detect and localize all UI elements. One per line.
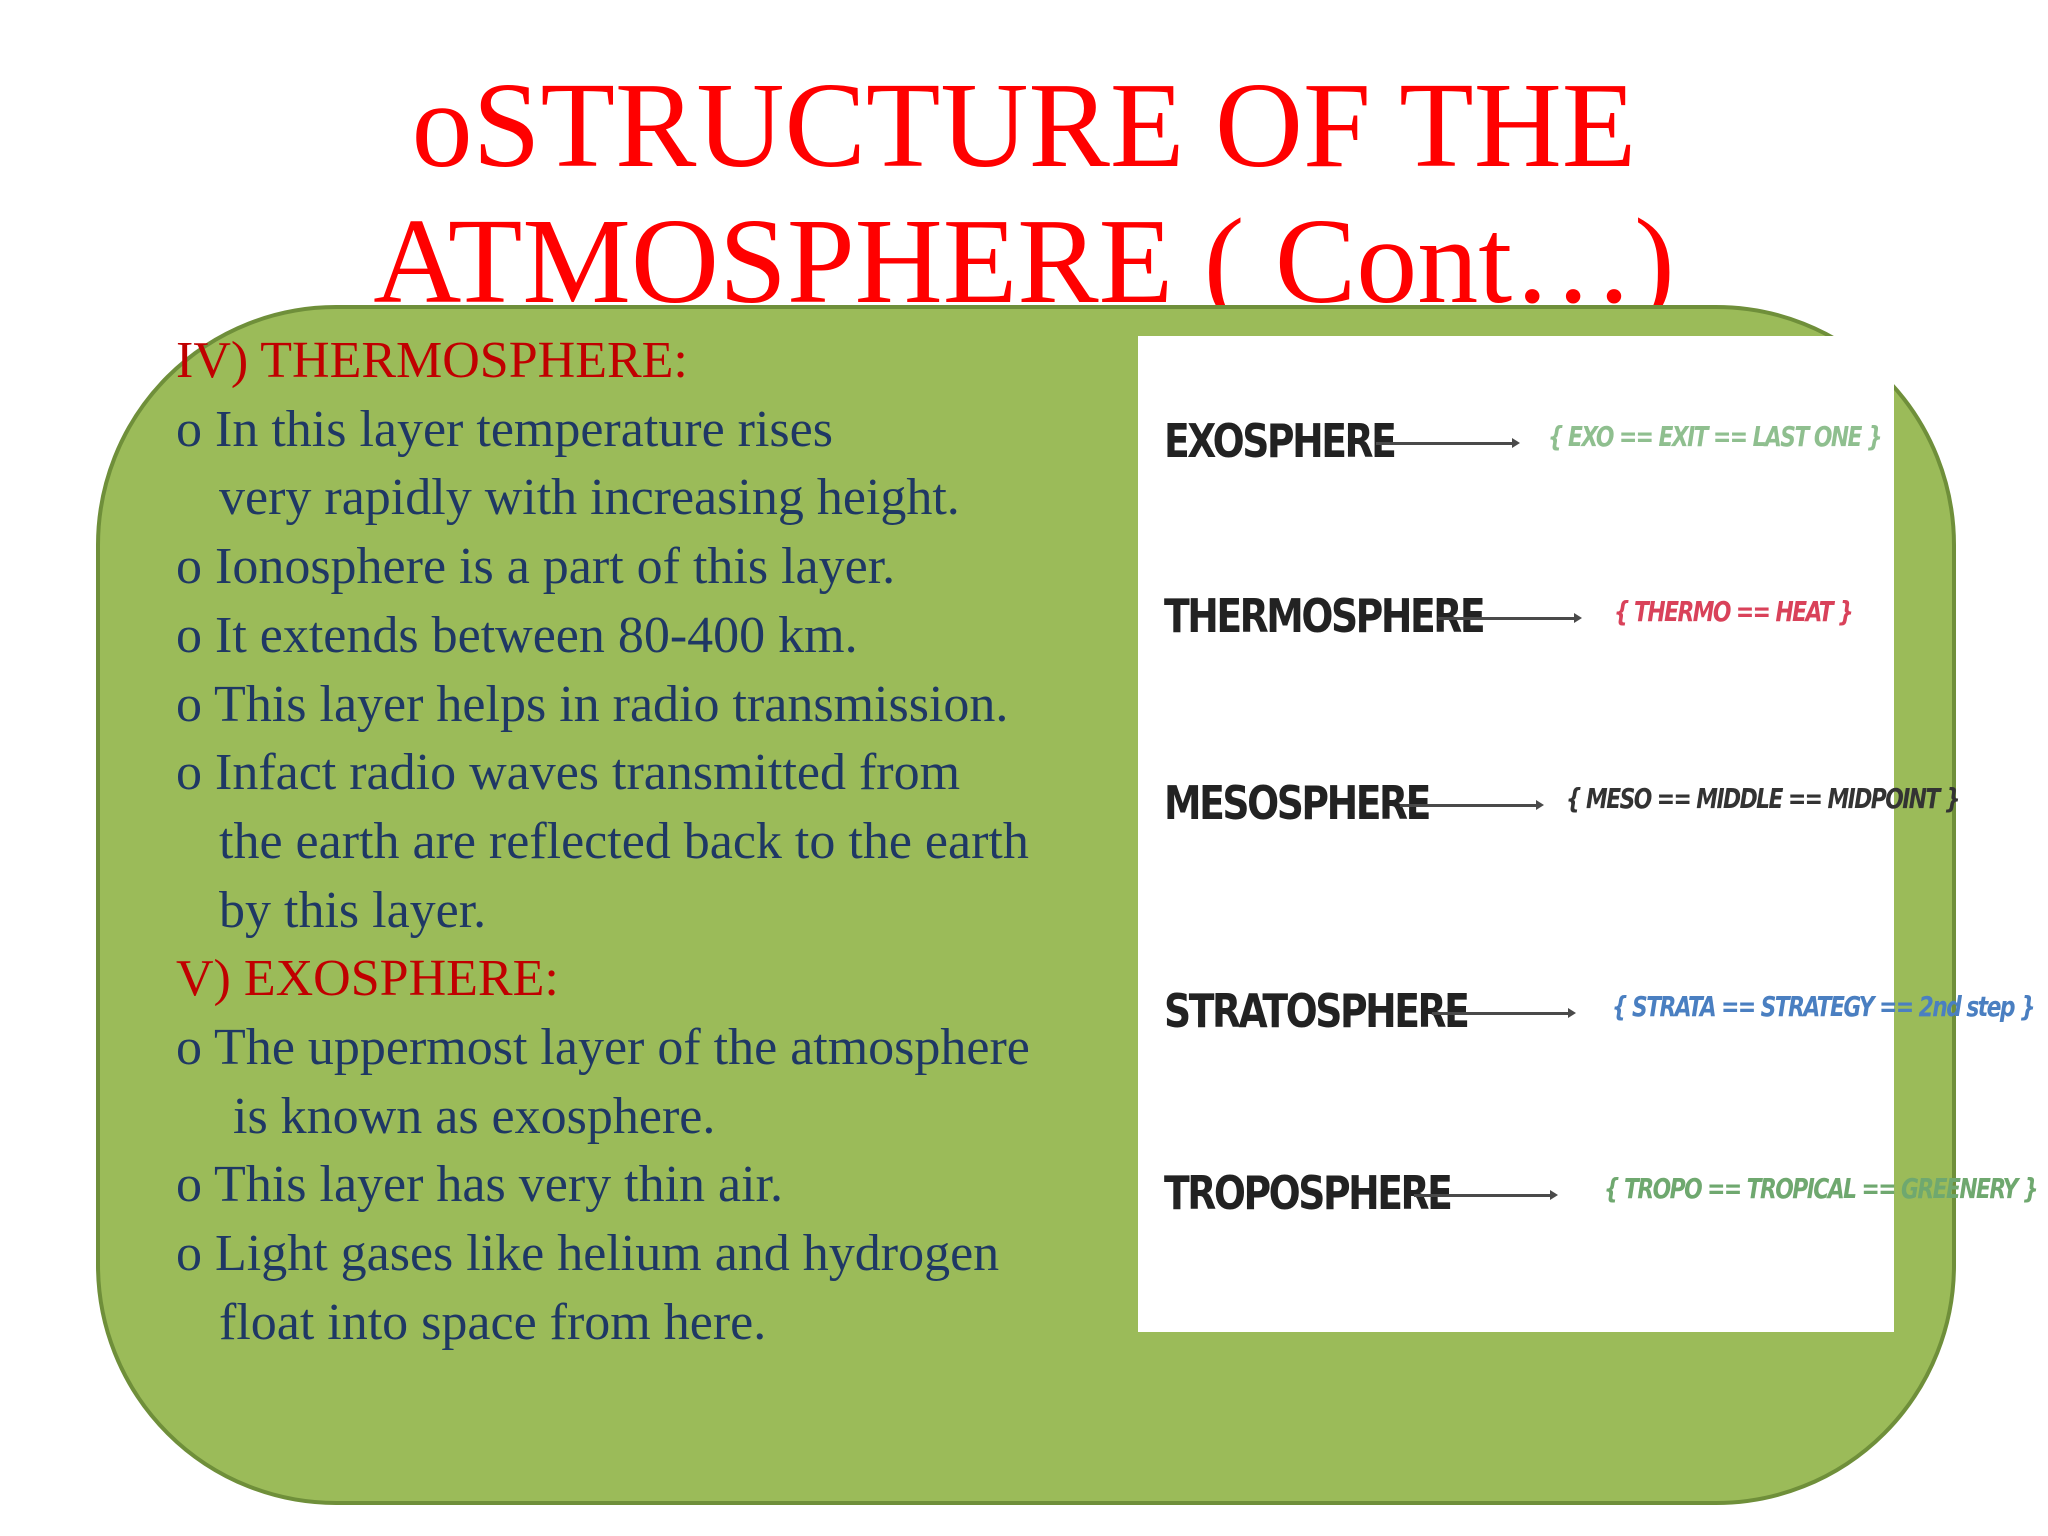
bullet-line: float into space from here. [219,1293,767,1351]
layer-mnemonic: { TROPO == TROPICAL == GREENERY } [1604,1172,2039,1205]
arrow-right-icon [1414,1190,1558,1200]
layer-mnemonic: { MESO == MIDDLE == MIDPOINT } [1566,782,1960,815]
layer-row: THERMOSPHERE { THERMO == HEAT } [1164,581,1894,661]
bullet-line: the earth are reflected back to the eart… [219,812,1029,870]
layer-name: STRATOSPHERE [1164,984,1470,1038]
layer-name: TROPOSPHERE [1164,1166,1453,1220]
bullet-line: o The uppermost layer of the atmosphere [176,1019,1030,1077]
atmosphere-layers-figure: EXOSPHERE { EXO == EXIT == LAST ONE } THER… [1138,336,2039,1332]
layer-name: THERMOSPHERE [1164,589,1486,643]
slide-title: oSTRUCTURE OF THE ATMOSPHERE ( Cont…) [0,58,2048,330]
layer-row: STRATOSPHERE { STRATA == STRATEGY == 2nd … [1164,976,2036,1056]
arrow-right-icon [1438,613,1582,623]
bullet-line: o This layer has very thin air. [176,1156,784,1214]
layer-row: TROPOSPHERE { TROPO == TROPICAL == GREENE… [1164,1158,2039,1238]
layer-name: MESOSPHERE [1164,776,1431,830]
bullet-line: o It extends between 80-400 km. [176,606,858,664]
bullet-line: o Infact radio waves transmitted from [176,744,961,802]
layer-name: EXOSPHERE [1164,414,1397,468]
layer-mnemonic: { THERMO == HEAT } [1614,595,1854,628]
arrow-right-icon [1376,438,1520,448]
bullet-line: is known as exosphere. [233,1087,716,1145]
bullet-line: o This layer helps in radio transmission… [176,675,1009,733]
arrow-right-icon [1400,800,1544,810]
layer-row: MESOSPHERE { MESO == MIDDLE == MIDPOINT } [1164,768,1960,848]
bullet-line: by this layer. [219,881,487,939]
bullet-line: o Light gases like helium and hydrogen [176,1225,1000,1283]
layer-mnemonic: { EXO == EXIT == LAST ONE } [1548,420,1882,453]
slide-title-line-1: oSTRUCTURE OF THE [411,58,1637,193]
section-heading: IV) THERMOSPHERE: [176,332,688,389]
arrow-right-icon [1432,1008,1576,1018]
layer-mnemonic: { STRATA == STRATEGY == 2nd step } [1612,990,2036,1023]
layer-row: EXOSPHERE { EXO == EXIT == LAST ONE } [1164,406,1894,486]
bullet-line: o Ionosphere is a part of this layer. [176,538,896,596]
content-text: IV) THERMOSPHERE: o In this layer tempera… [176,327,1136,1358]
section-heading: V) EXOSPHERE: [176,950,559,1008]
bullet-line: o In this layer temperature rises [176,400,833,458]
bullet-line: very rapidly with increasing height. [219,469,960,527]
